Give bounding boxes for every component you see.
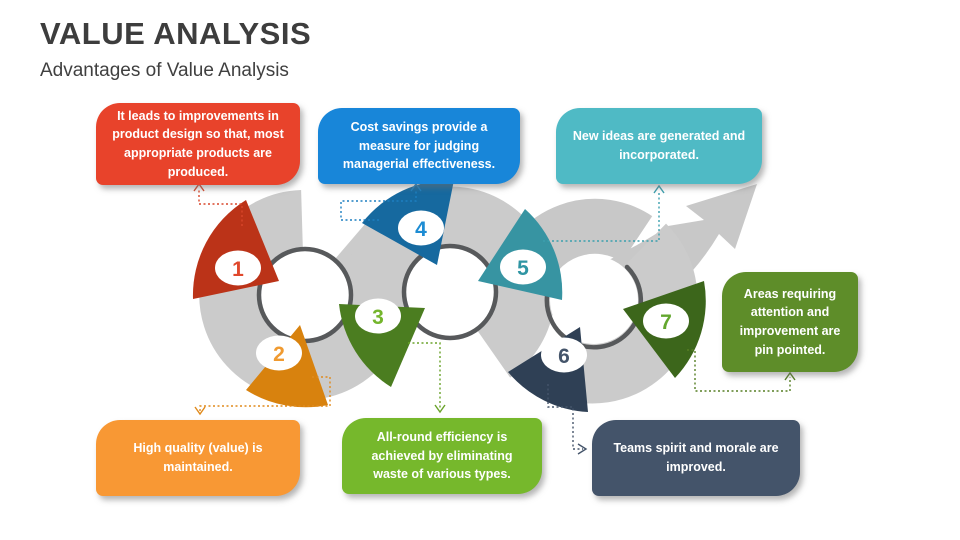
callout-step-2-text: High quality (value) is maintained. [133,441,263,474]
badge-2 [256,335,302,371]
inner-rings [256,243,644,350]
hole-b [406,248,494,336]
callout-step-4: Cost savings provide a measure for judgi… [318,108,520,184]
connector-2-arrowhead [194,406,206,416]
step-number-4: 4 [415,218,427,241]
connector-5-arrowhead [653,184,665,194]
connector-5 [543,191,660,242]
step-number-3: 3 [372,306,384,329]
callout-step-3-text: All-round efficiency is achieved by elim… [371,429,513,482]
step-number-2: 2 [273,343,285,366]
hole-a [261,251,349,339]
connector-6-arrowhead [577,443,588,455]
connector-1 [198,189,243,226]
page-title: VALUE ANALYSIS [40,16,312,51]
callout-step-4-text: Cost savings provide a measure for judgi… [342,119,496,172]
badge-1 [215,250,261,286]
step-number-5: 5 [517,257,529,280]
hole-c [550,256,638,344]
connector-7 [687,349,791,392]
ring-b [401,243,499,341]
callout-step-5: New ideas are generated and incorporated… [556,108,762,184]
badge-4 [398,210,444,246]
ring-c [544,264,644,350]
connector-6 [547,384,583,450]
callout-step-6-text: Teams spirit and morale are improved. [613,441,779,474]
callout-step-3: All-round efficiency is achieved by elim… [342,418,542,494]
badge-5 [500,249,546,285]
callout-step-5-text: New ideas are generated and incorporated… [572,129,746,162]
step-number-6: 6 [558,345,570,368]
callout-step-1-text: It leads to improvements in product desi… [112,108,284,179]
connector-4-arrowhead [410,182,422,192]
callout-step-7-text: Areas requiring attention and improvemen… [739,286,841,357]
connector-3-arrowhead [434,404,446,414]
connector-3 [408,342,441,409]
step-number-1: 1 [232,258,244,281]
step-badges: 1 2 3 4 5 6 7 [215,210,689,373]
badge-6 [541,337,587,373]
callout-step-7: Areas requiring attention and improvemen… [722,272,858,372]
connector-7-arrowhead [784,371,796,381]
callout-step-2: High quality (value) is maintained. [96,420,300,496]
callout-step-1: It leads to improvements in product desi… [96,103,300,185]
connectors [193,182,796,455]
badge-3 [355,298,401,334]
connector-2 [199,376,331,411]
page-subtitle: Advantages of Value Analysis [40,60,289,81]
loop-b [345,186,556,378]
connector-4 [340,189,417,221]
callout-step-6: Teams spirit and morale are improved. [592,420,800,496]
badge-7 [643,303,689,339]
connector-1-arrowhead [193,182,205,192]
step-number-7: 7 [660,311,672,334]
